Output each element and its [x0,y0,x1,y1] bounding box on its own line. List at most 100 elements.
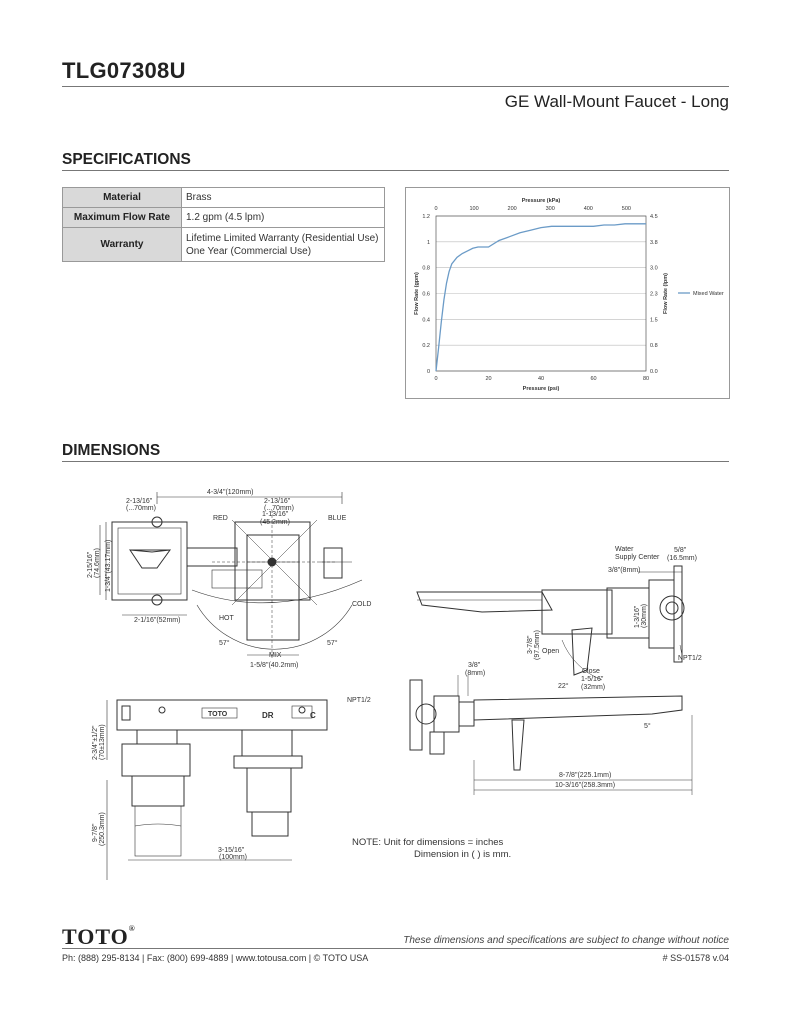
chart-top-tick: 300 [546,206,555,212]
dim-label: (32mm) [581,684,605,691]
dim-label: (...70mm) [264,505,294,512]
dim-label: 1-5/8"(40.2mm) [250,662,298,669]
dim-label: Water [615,546,634,553]
plan-view-drawing [99,492,363,660]
chart-x-tick: 60 [590,376,596,382]
spec-label: Material [62,187,182,208]
dimension-drawings: 4-3/4"(120mm) 2-13/16" (...70mm) 2-13/16… [87,489,702,880]
disclaimer: These dimensions and specifications are … [403,935,729,946]
dim-label: 1-13/16" [262,511,289,518]
chart-top-tick: 500 [622,206,631,212]
chart-series-line [435,223,646,372]
spec-table: Material Brass Maximum Flow Rate 1.2 gpm… [62,187,385,262]
dim-label: Close [582,668,600,675]
dim-label: 3-15/16" [218,847,245,854]
spec-value-line: Lifetime Limited Warranty (Residential U… [186,232,379,244]
chart-y-tick: 1.2 [422,214,430,220]
dim-label: 5° [644,722,651,730]
chart-x-tick: 80 [643,376,649,382]
product-name: GE Wall-Mount Faucet - Long [504,92,729,111]
dim-label: (...70mm) [126,505,156,512]
dim-label: MIX [269,652,282,659]
dim-label: C [310,711,316,720]
logo-text: TOTO [62,924,129,949]
footer-rule [62,948,729,949]
chart-y2-label: Flow Rate (lpm) [663,273,669,314]
chart-y2-tick: 3.8 [650,240,658,246]
dimensions-note: NOTE: Unit for dimensions = inches Dimen… [352,837,511,861]
flow-rate-chart-svg: 0 0.0 0.2 0.8 0.4 1.5 0.6 2.3 0.8 3.0 1 3.8 1.2 4.5 0 2… [414,198,724,392]
chart-legend-label: Mixed Water [693,291,724,297]
spout-elevation-drawing [409,675,693,795]
chart-top-tick: 200 [508,206,517,212]
chart-x-tick: 40 [538,376,544,382]
chart-y-tick: 0 [427,369,430,375]
chart-y2-tick: 4.5 [650,214,658,220]
side-view-handle-drawing [416,565,685,681]
spec-label: Maximum Flow Rate [62,207,182,228]
logo-mark: ® [128,924,136,933]
dim-label: Supply Center [615,554,660,561]
dim-label: 3-7/8" [527,635,534,654]
dim-label: 3/8" [468,662,481,669]
chart-y2-tick: 0.8 [650,343,658,349]
dim-label: 3/8"(8mm) [608,567,640,574]
dim-label: 4-3/4"(120mm) [207,489,253,496]
flow-rate-chart: 0 0.0 0.2 0.8 0.4 1.5 0.6 2.3 0.8 3.0 1 3.8 1.2 4.5 0 2… [405,187,730,399]
dimensions-rule [62,461,729,462]
chart-y-tick: 0.8 [422,266,430,272]
dim-label: (45.2mm) [260,519,290,526]
dim-label: 9-7/8" [92,823,99,842]
chart-y-label: Flow Rate (gpm) [414,272,420,315]
dim-label: 1-3/16" [634,605,641,628]
chart-top-tick: 100 [469,206,478,212]
dim-label: HOT [219,615,235,622]
toto-logo: TOTO® [62,924,136,950]
header-rule [62,86,729,87]
dim-label: 10-3/16"(258.3mm) [555,782,615,789]
dim-label: RED [213,515,228,522]
dim-label: 2-13/16" [264,498,291,505]
chart-y2-tick: 0.0 [650,369,658,375]
dim-label: DR [262,711,274,720]
chart-y-tick: 0.4 [422,317,430,323]
chart-y2-tick: 3.0 [650,266,658,272]
dim-label: (70±13mm) [99,724,106,760]
chart-y-tick: 0.2 [422,343,430,349]
dim-label: 2-13/16" [126,498,153,505]
dim-label: 2-1/16"(52mm) [134,617,180,624]
spec-row: Material Brass [62,187,385,208]
spec-value: Lifetime Limited Warranty (Residential U… [181,227,385,262]
spec-row: Warranty Lifetime Limited Warranty (Resi… [62,227,385,262]
dim-label: 22° [558,682,569,690]
dim-label: (30mm) [641,604,648,628]
chart-y2-tick: 2.3 [650,292,658,298]
spec-label: Warranty [62,227,182,262]
specifications-heading: SPECIFICATIONS [62,151,191,168]
dim-label: 5/8" [674,547,687,554]
specifications-rule [62,170,729,171]
dim-label: NPT1/2 [678,655,702,662]
chart-title: Pressure (kPa) [522,198,561,204]
note-line: Dimension in ( ) is mm. [414,849,512,860]
chart-y-tick: 1 [427,240,430,246]
dim-label: 8-7/8"(225.1mm) [559,772,611,779]
chart-y2-tick: 1.5 [650,317,658,323]
chart-y-tick: 0.6 [422,292,430,298]
dim-label: (97.5mm) [534,630,541,660]
chart-top-tick: 400 [584,206,593,212]
chart-top-tick: 0 [434,206,437,212]
contact-info: Ph: (888) 295-8134 | Fax: (800) 699-4889… [62,953,369,963]
chart-x-label: Pressure (psi) [523,386,560,392]
dim-label: (100mm) [219,854,247,861]
dim-label: BLUE [328,515,347,522]
dim-label: (74.6mm) [94,548,101,578]
dim-label: 1-5/16" [581,676,604,683]
spec-value: Brass [181,187,385,208]
chart-plot-area [435,215,647,372]
dim-label: (8mm) [465,670,485,677]
valve-body-drawing [106,699,328,880]
dim-label: NPT1/2 [347,697,371,704]
spec-row: Maximum Flow Rate 1.2 gpm (4.5 lpm) [62,207,385,228]
dim-label: 2-15/16" [87,551,94,578]
